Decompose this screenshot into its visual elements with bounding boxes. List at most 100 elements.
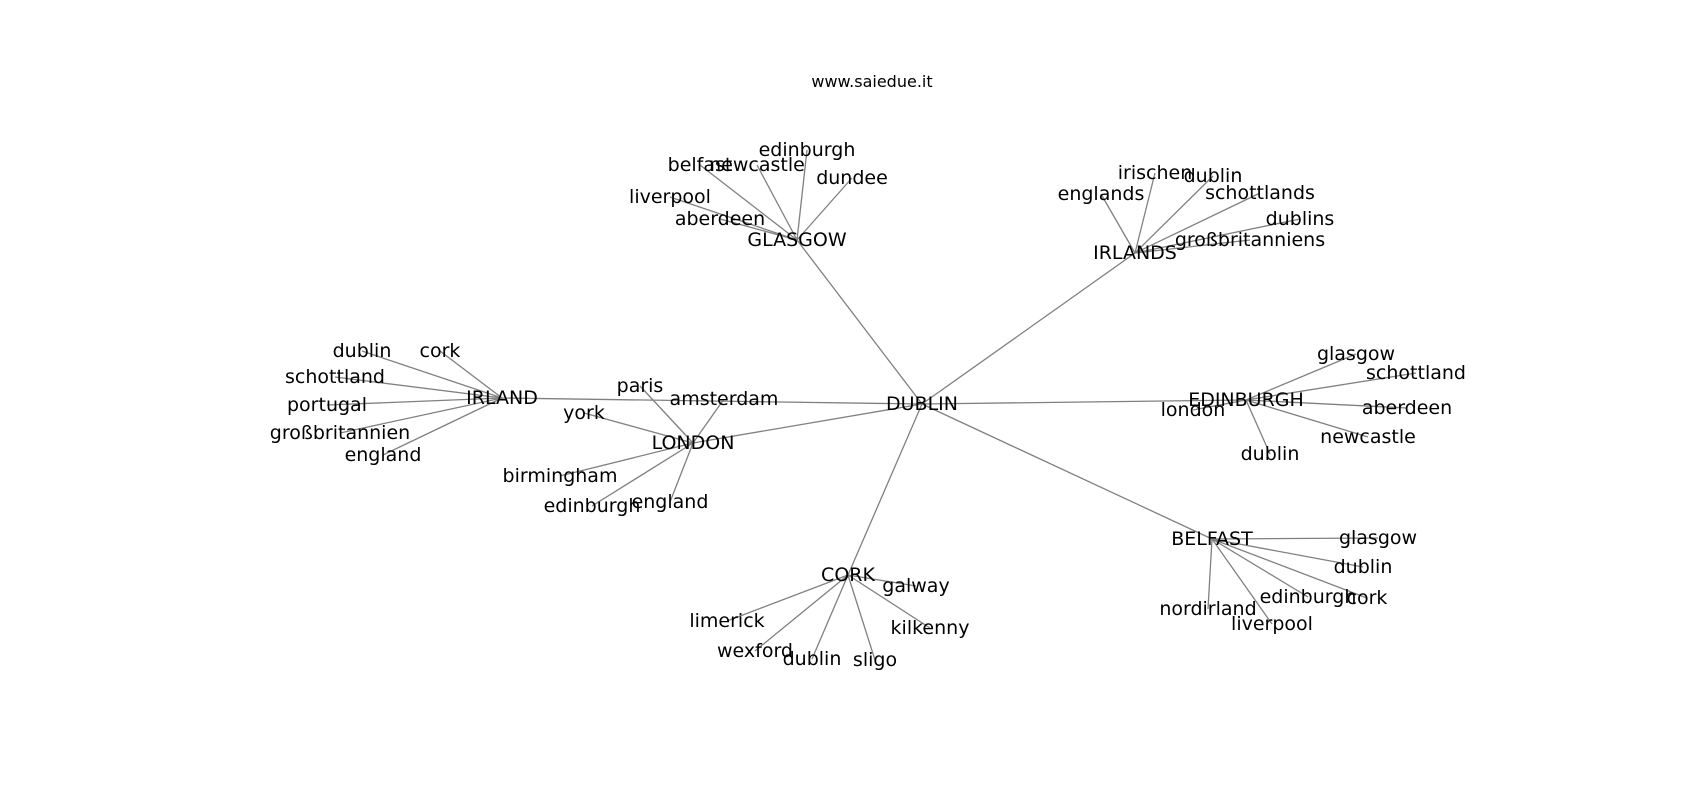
edge-london-3 [559, 442, 694, 477]
nodes: DUBLINGLASGOWbelfastnewcastleedinburghdu… [270, 139, 1466, 671]
leaf-node-label: schottlands [1205, 182, 1315, 204]
leaf-node-label: limerick [689, 610, 764, 632]
leaf-node-label: york [563, 402, 605, 424]
leaf-node-label: paris [617, 375, 664, 397]
edge-dublin-irlands [921, 252, 1136, 405]
leaf-node-label: schottland [1366, 362, 1466, 384]
leaf-node-label: dublin [1241, 443, 1300, 465]
edge-london-4 [591, 442, 694, 507]
leaf-node-label: glasgow [1339, 527, 1417, 549]
edge-irlands-2 [1100, 193, 1136, 254]
hub-node-label-belfast: BELFAST [1171, 528, 1253, 550]
edge-glasgow-4 [669, 196, 798, 241]
edge-glasgow-1 [756, 164, 798, 241]
edge-dublin-london [692, 403, 923, 444]
leaf-node-label: cork [420, 340, 461, 362]
edge-dublin-cork [847, 403, 923, 576]
hub-node-label-cork: CORK [821, 564, 875, 586]
edge-cork-3 [754, 574, 849, 652]
edge-edinburgh-0 [1245, 353, 1357, 401]
edge-dublin-irland [501, 397, 923, 405]
edge-irland-3 [326, 397, 503, 406]
edge-irland-4 [339, 397, 503, 434]
edge-irland-2 [334, 376, 503, 399]
edge-glasgow-2 [796, 149, 808, 241]
edge-irland-5 [382, 397, 503, 456]
edge-edinburgh-3 [1245, 399, 1408, 409]
edge-belfast-0 [1211, 537, 1379, 540]
leaf-node-label: liverpool [629, 186, 711, 208]
leaf-node-label: birmingham [503, 465, 618, 487]
edge-edinburgh-2 [1192, 399, 1247, 411]
edge-irlands-3 [1134, 192, 1261, 254]
hub-node-label-glasgow: GLASGOW [747, 229, 846, 251]
edge-dublin-edinburgh [921, 399, 1247, 405]
edge-edinburgh-1 [1245, 372, 1417, 401]
leaf-node-label: edinburgh [759, 139, 856, 161]
edge-irlands-5 [1134, 239, 1251, 254]
leaf-node-label: dublins [1266, 208, 1335, 230]
leaf-node-label: edinburgh [544, 495, 641, 517]
leaf-node-label: dundee [816, 167, 888, 189]
leaf-node-label: großbritanniens [1175, 229, 1325, 251]
hub-node-label-edinburgh: EDINBURGH [1188, 389, 1304, 411]
leaf-node-label: cork [1347, 587, 1388, 609]
leaf-node-label: aberdeen [1362, 397, 1452, 419]
leaf-node-label: wexford [717, 640, 793, 662]
leaf-node-label: liverpool [1231, 613, 1313, 635]
leaf-node-label: kilkenny [891, 617, 970, 639]
leaf-node-label: großbritannien [270, 422, 410, 444]
edge-dublin-belfast [921, 403, 1213, 540]
leaf-node-label: newcastle [1320, 426, 1416, 448]
edge-london-0 [639, 385, 694, 444]
center-node-label: DUBLIN [886, 393, 958, 415]
leaf-node-label: englands [1058, 183, 1145, 205]
edge-london-1 [692, 398, 725, 444]
edge-belfast-1 [1211, 538, 1364, 568]
leaf-node-label: belfast [668, 154, 733, 176]
edge-london-5 [669, 442, 694, 503]
leaf-node-label: schottland [285, 366, 385, 388]
leaf-node-label: edinburgh [1260, 586, 1357, 608]
leaf-node-label: portugal [287, 394, 367, 416]
graph-title: www.saiedue.it [811, 72, 932, 91]
edge-belfast-2 [1211, 538, 1309, 598]
edge-belfast-3 [1211, 538, 1368, 599]
edge-edinburgh-4 [1245, 399, 1369, 438]
leaf-node-label: england [632, 491, 709, 513]
edge-cork-5 [847, 574, 876, 661]
edge-dublin-glasgow [796, 239, 923, 405]
leaf-node-label: glasgow [1317, 343, 1395, 365]
edge-irlands-1 [1134, 175, 1214, 254]
edge-edinburgh-5 [1245, 399, 1271, 455]
leaf-node-label: dublin [783, 648, 842, 670]
leaf-node-label: dublin [333, 340, 392, 362]
leaf-node-label: aberdeen [675, 208, 765, 230]
leaf-node-label: newcastle [709, 154, 805, 176]
leaf-node-label: sligo [853, 649, 897, 671]
leaf-node-label: dublin [1334, 556, 1393, 578]
edges [326, 149, 1417, 661]
leaf-node-label: irischen [1118, 162, 1193, 184]
edge-london-2 [583, 412, 694, 444]
edge-belfast-5 [1211, 538, 1273, 625]
edge-belfast-4 [1207, 538, 1213, 610]
leaf-node-label: london [1161, 399, 1226, 421]
edge-cork-2 [847, 574, 931, 629]
hub-node-label-irland: IRLAND [466, 387, 538, 409]
edge-glasgow-3 [796, 177, 853, 241]
edge-glasgow-5 [719, 218, 798, 241]
leaf-node-label: england [345, 444, 422, 466]
leaf-node-label: galway [882, 575, 949, 597]
edge-irlands-0 [1134, 172, 1156, 254]
hub-node-label-london: LONDON [652, 432, 735, 454]
edge-irlands-4 [1134, 218, 1301, 254]
edge-glasgow-0 [699, 164, 798, 241]
leaf-node-label: amsterdam [670, 388, 779, 410]
leaf-node-label: dublin [1184, 165, 1243, 187]
hub-node-label-irlands: IRLANDS [1093, 242, 1177, 264]
edge-cork-1 [726, 574, 849, 622]
edge-irland-0 [361, 350, 503, 399]
edge-irland-1 [439, 350, 503, 399]
edge-cork-0 [847, 574, 917, 587]
